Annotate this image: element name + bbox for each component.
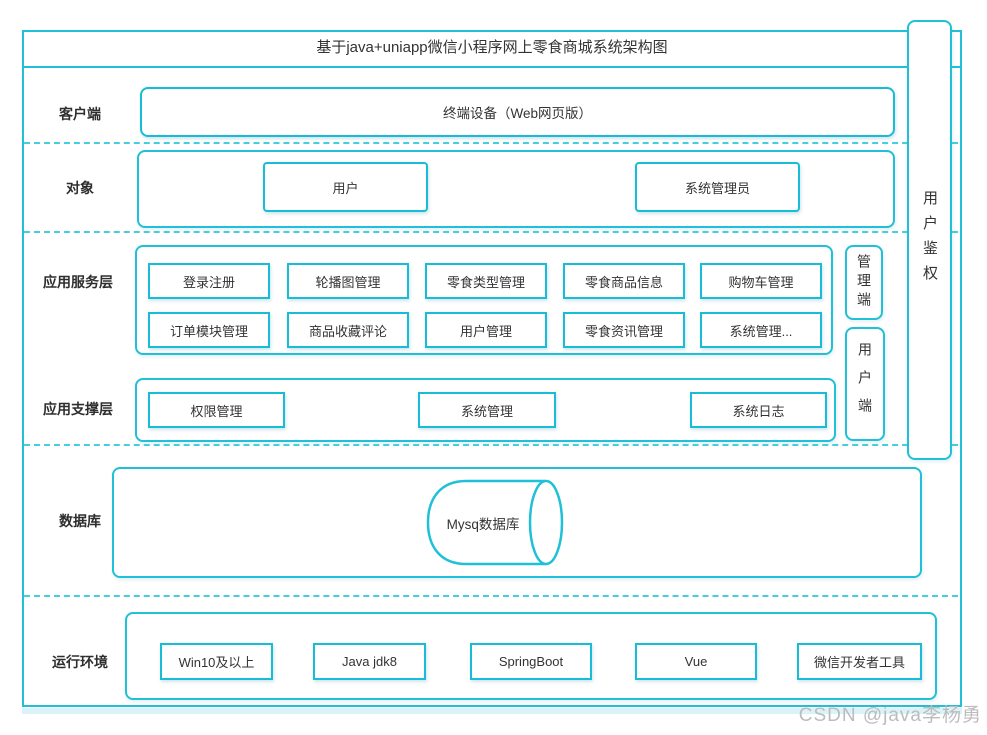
user-auth-label: 用户鉴权	[921, 190, 938, 290]
separator-dashed-2	[24, 231, 958, 233]
layer-label-service: 应用服务层	[43, 274, 113, 290]
layer-label-client: 客户端	[59, 106, 101, 122]
separator-dashed-3	[24, 444, 958, 446]
admin-client-label: 管理端	[856, 254, 872, 311]
mysql-cylinder-icon	[426, 479, 564, 566]
layer-label-runtime: 运行环境	[52, 654, 108, 670]
admin-client-box: 管理端	[845, 245, 883, 320]
bottom-highlight-strip	[22, 708, 962, 714]
database-container	[112, 467, 922, 578]
title-separator	[24, 66, 960, 68]
runtime-box-win10: Win10及以上	[160, 643, 273, 680]
watermark: CSDN @java李杨勇	[798, 705, 982, 726]
runtime-box-vue: Vue	[635, 643, 757, 680]
service-box-order: 订单模块管理	[148, 312, 270, 348]
runtime-box-springboot: SpringBoot	[470, 643, 592, 680]
service-box-system: 系统管理...	[700, 312, 822, 348]
layer-label-objects: 对象	[66, 180, 94, 196]
support-box-log: 系统日志	[690, 392, 827, 428]
support-box-system: 系统管理	[418, 392, 556, 428]
service-box-cart: 购物车管理	[700, 263, 822, 299]
terminal-device-box: 终端设备（Web网页版）	[140, 87, 895, 137]
service-box-favorite: 商品收藏评论	[287, 312, 409, 348]
service-box-banner: 轮播图管理	[287, 263, 409, 299]
diagram-title: 基于java+uniapp微信小程序网上零食商城系统架构图	[316, 39, 668, 56]
separator-dashed-1	[24, 142, 958, 144]
runtime-box-wechat-devtools: 微信开发者工具	[797, 643, 922, 680]
user-client-box: 用户端	[845, 327, 885, 441]
user-auth-box: 用户鉴权	[907, 20, 952, 460]
user-client-label: 用户端	[857, 342, 873, 426]
service-box-login: 登录注册	[148, 263, 270, 299]
layer-label-support: 应用支撑层	[43, 401, 113, 417]
admin-box: 系统管理员	[635, 162, 800, 212]
runtime-box-jdk: Java jdk8	[313, 643, 426, 680]
separator-dashed-4	[24, 595, 958, 597]
service-box-user-mgmt: 用户管理	[425, 312, 547, 348]
layer-label-database: 数据库	[59, 513, 101, 529]
service-box-snack-info: 零食商品信息	[563, 263, 685, 299]
support-box-permission: 权限管理	[148, 392, 285, 428]
service-box-snack-news: 零食资讯管理	[563, 312, 685, 348]
outer-frame	[22, 30, 962, 707]
service-box-snack-type: 零食类型管理	[425, 263, 547, 299]
user-box: 用户	[263, 162, 428, 212]
mysql-label: Mysq数据库	[446, 517, 520, 532]
